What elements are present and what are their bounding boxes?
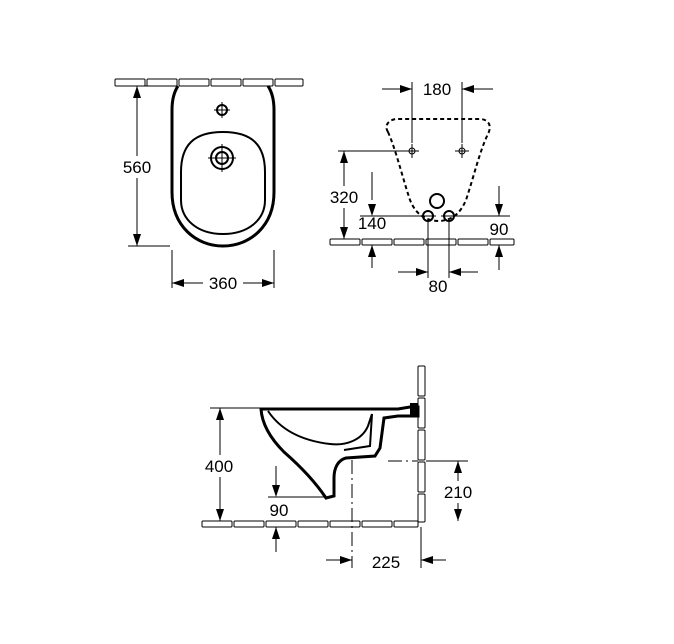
dim-depth: 560 <box>118 85 170 247</box>
dim-waste-distance-label: 225 <box>372 553 400 572</box>
dim-supply-height: 140 <box>358 172 422 268</box>
dim-width-label: 360 <box>209 274 237 293</box>
dim-width: 360 <box>171 250 275 294</box>
dim-waste-height: 210 <box>426 460 479 521</box>
dim-fixing-spacing: 180 <box>382 80 493 143</box>
dim-floor-offset-label: 90 <box>270 501 289 520</box>
side-view-wall <box>417 365 426 523</box>
dim-supply-height-label: 140 <box>358 214 386 233</box>
fixing-hole-left-icon <box>405 144 419 158</box>
bidet-outline-top <box>170 85 276 248</box>
dim-fixing-height-label: 320 <box>330 188 358 207</box>
dim-fixing-spacing-label: 180 <box>423 80 451 99</box>
bidet-outline-side <box>259 405 420 500</box>
side-view: 400 210 90 225 <box>199 365 479 572</box>
dim-floor-to-waste: 90 <box>455 186 510 270</box>
bidet-outline-rear <box>385 118 491 223</box>
waste-outlet-icon <box>429 193 445 209</box>
top-view: 560 360 <box>114 78 304 294</box>
fixing-hole-right-icon <box>455 144 469 158</box>
side-view-floor <box>201 520 419 528</box>
drain-icon <box>208 144 236 172</box>
dim-depth-label: 560 <box>123 158 151 177</box>
dim-fixing-height: 320 <box>325 150 405 239</box>
dim-waste-height-label: 210 <box>444 483 472 502</box>
dim-rim-height-label: 400 <box>205 457 233 476</box>
rear-view-floor <box>329 238 515 246</box>
dim-waste-spacing-label: 80 <box>429 277 448 296</box>
wall-connector <box>410 403 418 416</box>
dim-floor-offset: 90 <box>268 466 334 552</box>
top-view-wall <box>114 78 304 87</box>
dim-rim-height: 400 <box>199 407 260 521</box>
tap-hole-icon <box>214 102 230 118</box>
rear-view: 180 320 140 90 <box>325 80 515 296</box>
dim-waste-distance: 225 <box>326 527 446 572</box>
bowl-inner-top <box>180 130 266 236</box>
dim-floor-to-waste-label: 90 <box>490 220 509 239</box>
bowl-inner-side <box>267 410 373 446</box>
dim-waste-spacing: 80 <box>398 221 478 296</box>
